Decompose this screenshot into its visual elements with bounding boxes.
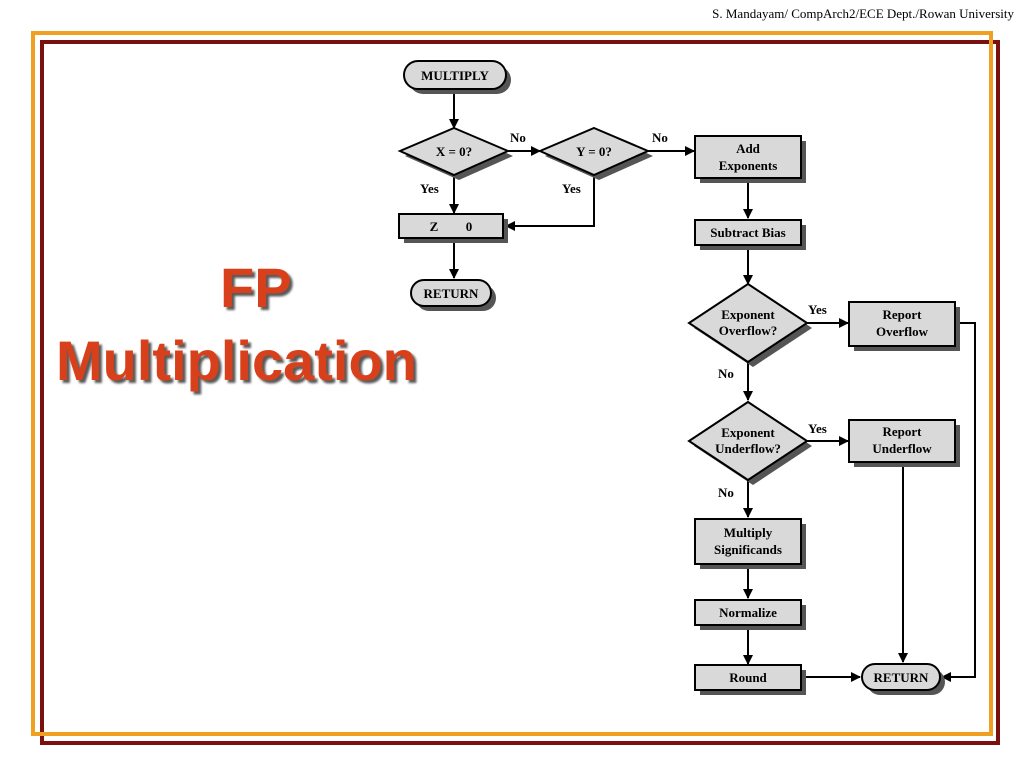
node-add-exponents: Add Exponents <box>694 135 806 183</box>
node-round: Round <box>694 664 806 695</box>
node-overflow-line2: Overflow? <box>719 323 777 338</box>
node-z-label: Z <box>430 219 439 234</box>
edge-label-underflow-no: No <box>718 485 734 500</box>
node-add-exponents-line2: Exponents <box>719 158 778 173</box>
node-normalize-label: Normalize <box>719 605 777 620</box>
node-multsig-line1: Multiply <box>724 525 773 540</box>
node-return-top: RETURN <box>410 279 496 311</box>
edge-label-overflow-no: No <box>718 366 734 381</box>
node-report-overflow-line1: Report <box>883 307 923 322</box>
node-zero-label: 0 <box>466 219 473 234</box>
edge-label-underflow-yes: Yes <box>808 421 827 436</box>
edge-label-y-no: No <box>652 130 668 145</box>
node-exponent-underflow: Exponent Underflow? <box>687 400 812 485</box>
node-y-zero: Y = 0? <box>537 126 653 180</box>
slide-title-line2: Multiplication <box>56 329 417 392</box>
node-add-exponents-line1: Add <box>736 141 761 156</box>
edge-overflow-return <box>941 322 976 682</box>
slide-title-line1: FP <box>220 256 292 319</box>
edge-label-y-yes: Yes <box>562 181 581 196</box>
node-exponent-overflow: Exponent Overflow? <box>687 282 812 367</box>
node-return-top-label: RETURN <box>424 286 480 301</box>
slide-frame-gold <box>31 31 993 736</box>
edge-label-x-no: No <box>510 130 526 145</box>
node-report-underflow-line1: Report <box>883 424 923 439</box>
node-report-underflow: Report Underflow <box>848 419 960 467</box>
node-y-zero-label: Y = 0? <box>576 144 612 159</box>
node-subtract-bias: Subtract Bias <box>694 219 806 250</box>
node-multsig-line2: Significands <box>714 542 782 557</box>
node-return-bottom: RETURN <box>861 663 945 695</box>
node-multiply: MULTIPLY <box>403 60 511 94</box>
node-z-zero: Z 0 <box>398 213 508 243</box>
node-x-zero: X = 0? <box>397 126 513 180</box>
node-underflow-line1: Exponent <box>721 425 775 440</box>
connectors <box>449 92 976 682</box>
node-x-zero-label: X = 0? <box>436 144 472 159</box>
node-multiply-label: MULTIPLY <box>421 68 489 83</box>
node-report-overflow-line2: Overflow <box>876 324 929 339</box>
node-report-underflow-line2: Underflow <box>872 441 932 456</box>
header-credit: S. Mandayam/ CompArch2/ECE Dept./Rowan U… <box>712 6 1014 21</box>
node-return-bottom-label: RETURN <box>874 670 930 685</box>
edge-label-overflow-yes: Yes <box>808 302 827 317</box>
node-underflow-line2: Underflow? <box>715 441 781 456</box>
slide-frame-dark <box>40 40 1000 745</box>
node-subtract-bias-label: Subtract Bias <box>710 225 785 240</box>
node-report-overflow: Report Overflow <box>848 301 960 351</box>
node-normalize: Normalize <box>694 599 806 630</box>
edge-y-z <box>505 175 595 231</box>
node-round-label: Round <box>729 670 767 685</box>
node-overflow-line1: Exponent <box>721 307 775 322</box>
node-multiply-significands: Multiply Significands <box>694 518 806 569</box>
edge-label-x-yes: Yes <box>420 181 439 196</box>
